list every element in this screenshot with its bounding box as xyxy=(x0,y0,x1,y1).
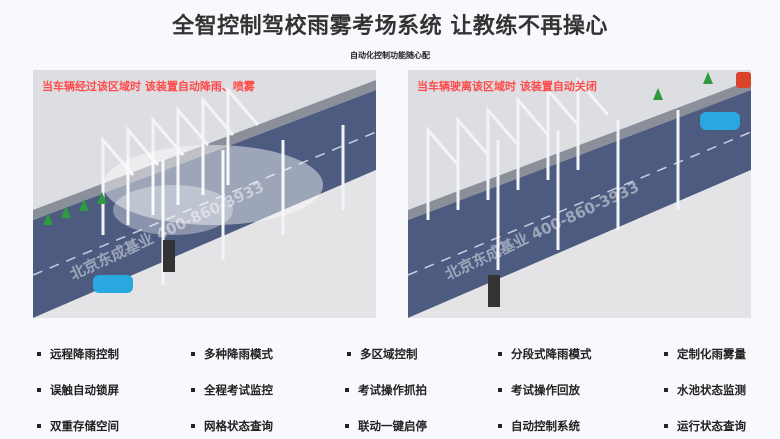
feature-item: 远程降雨控制 xyxy=(37,346,119,362)
feature-item: 分段式降雨模式 xyxy=(498,346,592,362)
scene-off: 当车辆驶离该区域时 该装置自动关闭 北京东成基业 400-860-3933 xyxy=(408,70,751,318)
feature-item: 多区域控制 xyxy=(347,346,418,362)
page-title: 全智控制驾校雨雾考场系统 让教练不再操心 xyxy=(172,14,608,39)
page-subtitle: 自动化控制功能随心配 xyxy=(350,51,430,60)
feature-item: 联动一键启停 xyxy=(345,418,427,434)
feature-item: 定制化雨雾量 xyxy=(664,346,746,362)
feature-item: 全程考试监控 xyxy=(191,382,273,398)
feature-item: 误触自动锁屏 xyxy=(37,382,119,398)
feature-item: 双重存储空间 xyxy=(37,418,119,434)
scene-spraying: 当车辆经过该区域时 该装置自动降雨、喷雾 北京东成基业 400-860-3933 xyxy=(33,70,376,318)
feature-item: 自动控制系统 xyxy=(498,418,580,434)
scene-caption: 当车辆驶离该区域时 该装置自动关闭 xyxy=(417,80,597,93)
feature-item: 考试操作回放 xyxy=(498,382,580,398)
scene-caption: 当车辆经过该区域时 该装置自动降雨、喷雾 xyxy=(42,80,255,93)
rain-gantry-illustration: 北京东成基业 400-860-3933 xyxy=(408,72,751,318)
rain-gantry-illustration: 北京东成基业 400-860-3933 xyxy=(33,80,376,318)
feature-item: 多种降雨模式 xyxy=(191,346,273,362)
feature-item: 运行状态查询 xyxy=(664,418,746,434)
feature-item: 考试操作抓拍 xyxy=(345,382,427,398)
feature-item: 水池状态监测 xyxy=(664,382,746,398)
feature-item: 网格状态查询 xyxy=(191,418,273,434)
